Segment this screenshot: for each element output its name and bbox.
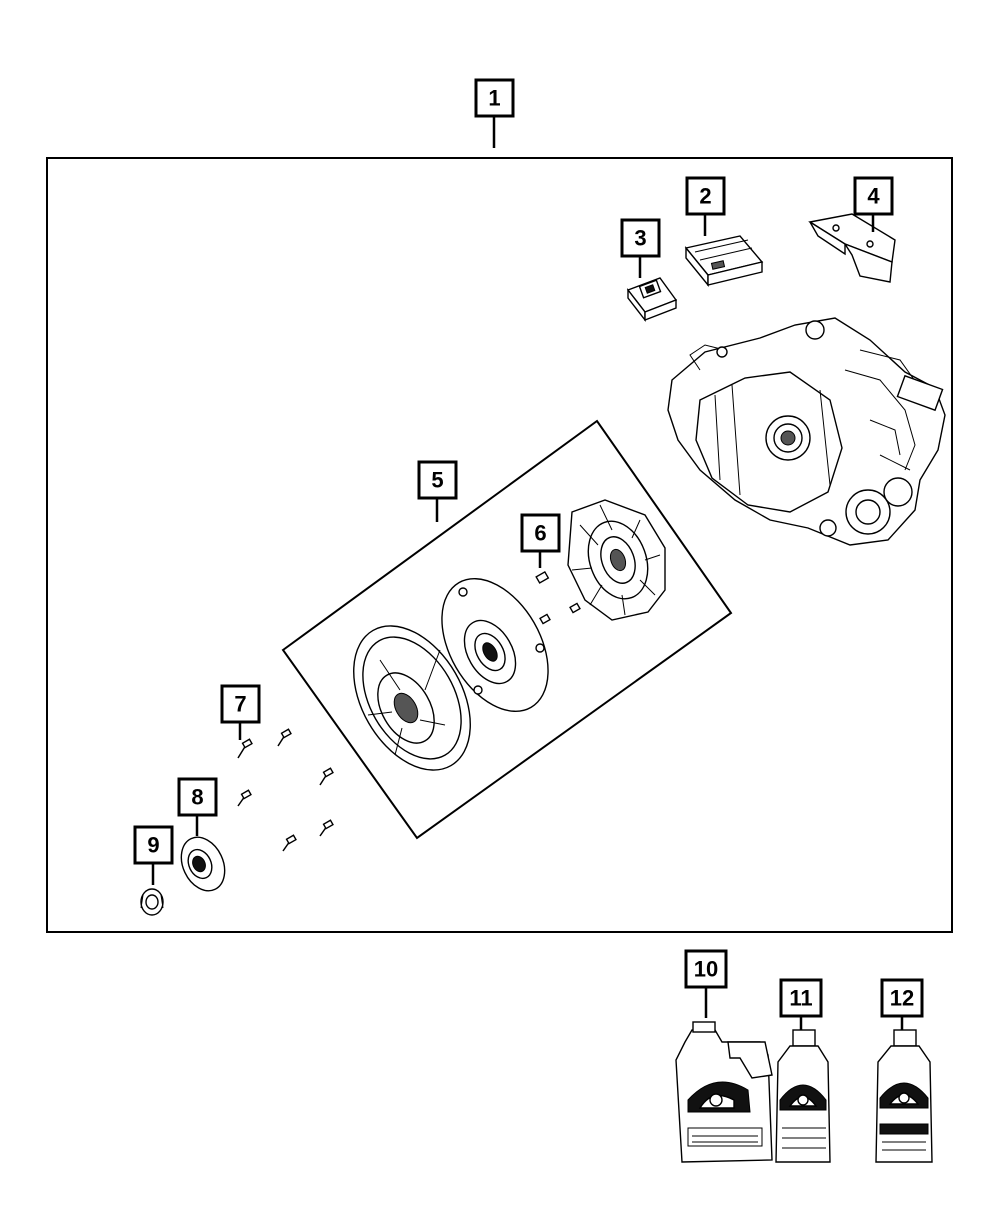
callout-4-label: 4: [867, 184, 880, 209]
callout-8-label: 8: [191, 785, 203, 810]
bolt-7a: [237, 738, 253, 759]
bracket-part: [808, 213, 896, 283]
callout-8: 8: [177, 777, 218, 836]
bolt-7c: [319, 767, 334, 786]
fluid-jug-part: [675, 1021, 773, 1163]
callout-5: 5: [417, 460, 458, 522]
callout-9-label: 9: [147, 833, 159, 858]
callout-5-label: 5: [431, 468, 443, 493]
callout-2: 2: [685, 176, 726, 236]
bolt-7f: [282, 834, 297, 852]
clutch-kit-frame: [281, 419, 733, 840]
mopar-logo-icon: [709, 1093, 723, 1107]
callout-2-label: 2: [699, 184, 711, 209]
callout-12-label: 12: [890, 986, 914, 1011]
callout-7: 7: [220, 684, 261, 740]
callout-1: 1: [474, 78, 515, 148]
callout-1-label: 1: [488, 86, 500, 111]
bolt-6b: [539, 613, 551, 625]
transaxle-part: [667, 317, 946, 546]
bolt-7d: [237, 789, 252, 807]
fluid-bottle-12-part: [875, 1029, 933, 1163]
control-module-part: [684, 235, 764, 287]
release-bearing-part: [180, 836, 226, 892]
callout-10: 10: [684, 949, 728, 1018]
bolt-7b: [277, 728, 292, 747]
callout-9: 9: [133, 825, 174, 885]
callout-10-label: 10: [694, 957, 718, 982]
pilot-bearing-part: [140, 888, 164, 916]
callout-6: 6: [520, 513, 561, 568]
relay-module-part: [626, 277, 678, 323]
callout-6-label: 6: [534, 521, 546, 546]
flywheel-part: [567, 499, 666, 621]
callout-11-label: 11: [789, 986, 812, 1011]
fluid-bottle-11-part: [775, 1029, 831, 1163]
callout-4: 4: [853, 176, 894, 232]
callout-12: 12: [880, 978, 924, 1030]
callout-3: 3: [620, 218, 661, 278]
bolt-7e: [319, 819, 334, 837]
assembly-frame: [46, 157, 953, 933]
bolt-6c: [569, 602, 581, 614]
callout-7-label: 7: [234, 692, 246, 717]
callout-11: 11: [779, 978, 823, 1030]
callout-3-label: 3: [634, 226, 646, 251]
pressure-plate-part: [353, 625, 471, 771]
bolt-6a: [535, 570, 550, 584]
clutch-disc-part: [441, 578, 549, 712]
